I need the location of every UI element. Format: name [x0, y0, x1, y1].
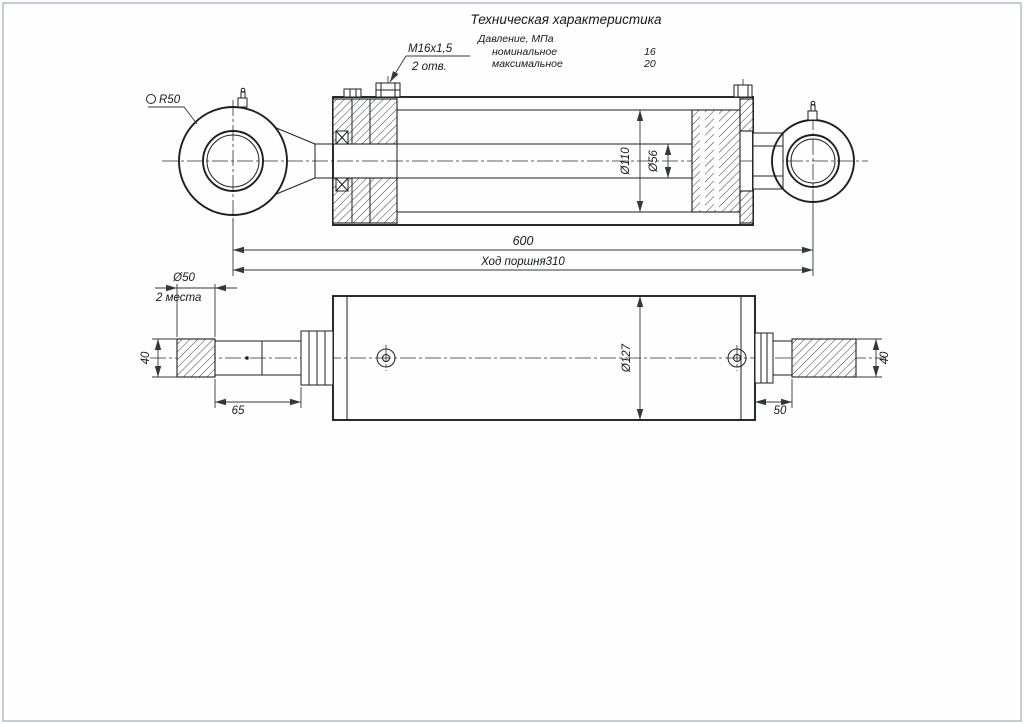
outline-centerlines — [150, 345, 886, 371]
end-cap-upper — [739, 98, 754, 132]
eye-radius-label: R50 — [159, 94, 181, 106]
rod-dia-label: Ø56 — [648, 150, 660, 173]
piston-groove — [714, 112, 719, 210]
left-grease-fitting — [237, 97, 248, 108]
spec-pressure-label: Давление, МПа — [477, 33, 554, 45]
overall-length-label: 600 — [513, 234, 534, 248]
section-centerlines — [162, 76, 868, 224]
right-grease-fitting-stem — [810, 104, 816, 112]
spec-title: Техническая характеристика — [470, 12, 662, 27]
right-eye-chamfer-circle — [790, 138, 836, 184]
right-pin-assembly — [754, 332, 857, 384]
eye-taper-top — [273, 126, 316, 145]
right-grease-fitting-ball — [810, 100, 816, 106]
left-grease-fitting-stem — [240, 91, 246, 99]
rear-end-cap — [739, 98, 784, 224]
right-port-boss-hole — [733, 354, 741, 362]
bore-dia-label: Ø110 — [620, 147, 632, 176]
stroke-label: Ход поршня310 — [480, 256, 565, 268]
spec-max-label: максимальное — [492, 58, 563, 70]
left-port-boss-circle — [376, 348, 396, 368]
left-eye-outer-circle — [178, 106, 288, 216]
rod-gland — [332, 88, 398, 224]
right-port-boss-circle — [727, 348, 747, 368]
left-end-length-label: 65 — [232, 405, 245, 417]
right-rod-eye — [771, 100, 855, 203]
spec-max-value: 20 — [643, 58, 656, 70]
pin-width-right-label: 40 — [879, 351, 891, 364]
left-eye-chamfer-circle — [206, 134, 260, 188]
places-note-label: 2 места — [155, 292, 201, 304]
tech-spec-block: Техническая характеристика Давление, МПа… — [470, 12, 662, 70]
outline-dimensions: Ø50 2 места 40 40 65 50 Ø127 — [140, 272, 891, 420]
eye-taper-bottom — [273, 177, 316, 196]
left-grease-fitting-ball — [240, 87, 246, 93]
section-callouts: М16х1,5 2 отв. R50 — [146, 43, 470, 125]
outline-view: Ø50 2 места 40 40 65 50 Ø127 — [140, 272, 891, 421]
sphere-symbol-icon — [146, 94, 156, 104]
left-pin-section — [176, 338, 216, 378]
rear-shank — [752, 132, 784, 190]
pin-width-left-label: 40 — [140, 351, 152, 364]
left-port-boss-hole — [382, 354, 390, 362]
section-view: М16х1,5 2 отв. R50 600 Ход поршня310 Ø11… — [146, 43, 868, 276]
body-dia-label: Ø127 — [621, 343, 633, 373]
spec-nominal-label: номинальное — [492, 46, 557, 58]
left-pin-assembly — [176, 330, 334, 386]
section-dimensions: 600 Ход поршня310 Ø110 Ø56 — [232, 110, 814, 276]
right-pin-section — [791, 338, 857, 378]
spec-nominal-value: 16 — [644, 46, 656, 58]
piston — [691, 97, 741, 225]
center-mark-dot — [245, 356, 249, 360]
seal-cross-line — [335, 130, 349, 145]
gland-screw-boss — [343, 88, 362, 98]
end-cap-lower — [739, 190, 754, 224]
thread-callout-leader — [389, 55, 407, 83]
right-end-length-label: 50 — [774, 405, 787, 417]
seal-cross-line — [335, 177, 349, 192]
hydraulic-ports — [375, 82, 753, 98]
holes-callout-label: 2 отв. — [411, 61, 447, 73]
eye-radius-leader — [148, 106, 198, 125]
right-grease-fitting — [807, 110, 818, 121]
right-port — [733, 84, 753, 98]
right-collar — [754, 332, 774, 384]
pin-dia-label: Ø50 — [172, 272, 195, 284]
left-rod-eye — [178, 87, 316, 216]
piston-groove — [700, 112, 705, 210]
right-eye-bore-circle — [786, 134, 840, 188]
left-eye-bore-circle — [202, 130, 264, 192]
thread-callout-label: М16х1,5 — [408, 43, 453, 55]
